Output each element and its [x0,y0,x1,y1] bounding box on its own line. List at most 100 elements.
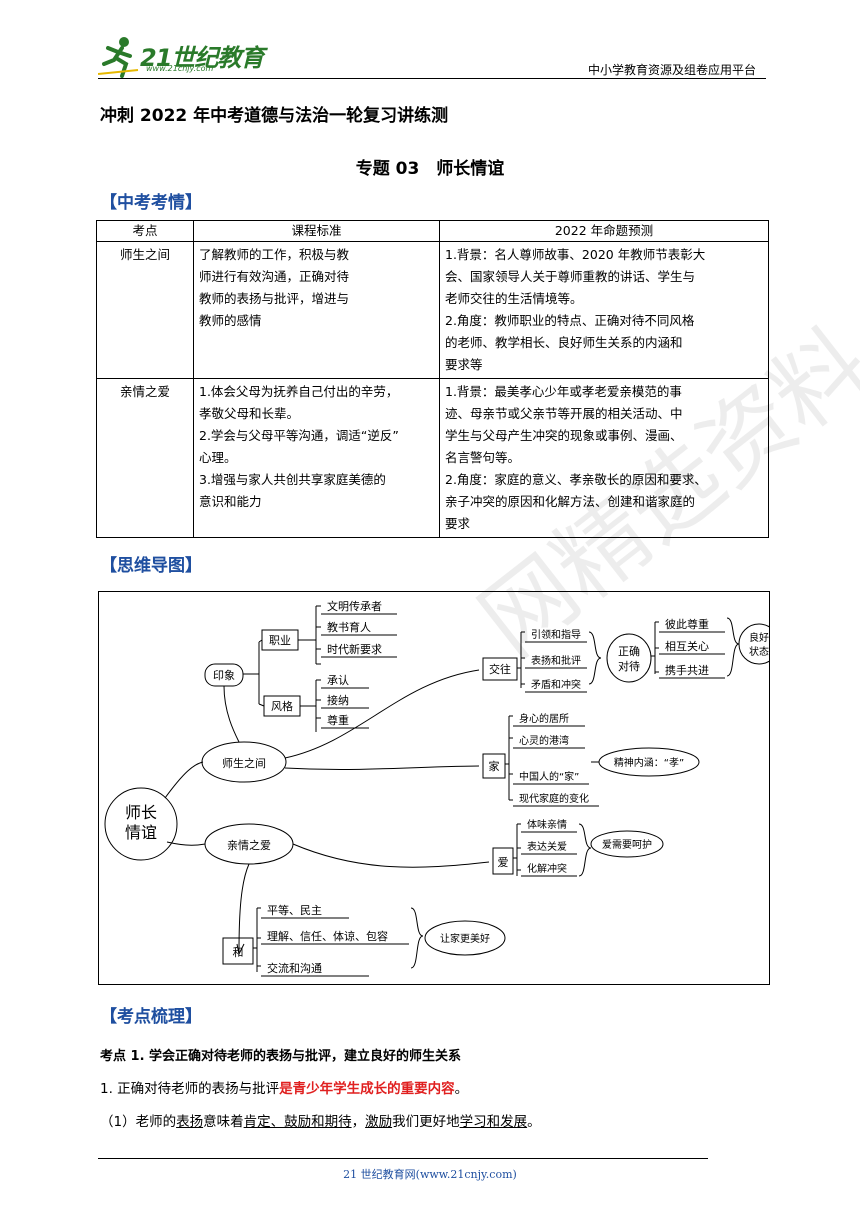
mm-leaf: 交流和沟通 [267,961,322,975]
cell-line: 了解教师的工作，积极与教 [199,247,350,262]
mm-node-harmony: 和 [233,946,244,959]
mm-leaf: 体味亲情 [527,818,567,831]
mm-leaf: 接纳 [327,694,349,707]
mm-node-impression: 印象 [213,669,235,682]
mm-node-correct-line1: 正确 [618,645,640,658]
mm-branch-family: 亲情之爱 [227,838,271,852]
mm-leaf: 教书育人 [327,620,371,634]
mm-node-love: 爱 [498,856,509,869]
cell-line: 亲子冲突的原因和化解方法、创建和谐家庭的 [445,494,696,509]
cell-line: 迹、母亲节或父亲节等开展的相关活动、中 [445,406,683,421]
table-cell-standard: 1.体会父母为抚养自己付出的辛劳， 孝敬父母和长辈。 2.学会与父母平等沟通，调… [193,378,440,538]
table-cell-standard: 了解教师的工作，积极与教 师进行有效沟通，正确对待 教师的表扬与批评，增进与 教… [193,241,440,379]
topic-title: 专题 03 师长情谊 [355,159,505,179]
cell-line: 1.背景：最美孝心少年或孝老爱亲模范的事 [445,384,682,399]
mm-leaf: 平等、民主 [267,903,322,917]
header-kaodian: 考点 [96,220,194,242]
header-standard: 课程标准 [193,220,440,242]
mm-node-love-care: 爱需要呵护 [602,838,652,851]
mind-map-svg: 师长 情谊 师生之间 亲情之爱 印象 职业 风格 文明传承者 教书育人 时代新要… [104,599,780,977]
section-exam-overview: 【中考考情】 [100,193,202,213]
highlight-text: 是青少年学生成长的重要内容 [279,1081,455,1097]
cell-line: 名言警句等。 [445,450,521,465]
mm-leaf: 身心的居所 [519,712,569,725]
cell-line: 的老师、教学相长、良好师生关系的内涵和 [445,335,683,350]
table-cell-point: 师生之间 [96,241,194,379]
mm-node-correct-line2: 对待 [618,659,640,673]
mm-leaf: 现代家庭的变化 [519,792,589,805]
underlined-text: 肯定、鼓励和期待 [243,1114,352,1130]
text-run: 意味着 [203,1114,244,1130]
mm-leaf: 文明传承者 [327,599,382,613]
header-divider [98,78,766,79]
mm-branch-teacher: 师生之间 [222,756,266,770]
paragraph-2: （1）老师的表扬意味着肯定、鼓励和期待，激励我们更好地学习和发展。 [100,1110,541,1130]
cell-line: 老师交往的生活情境等。 [445,291,583,306]
mm-leaf: 表扬和批评 [531,654,581,667]
mm-node-good-line1: 良好 [749,631,769,644]
mm-center-line2: 情谊 [125,823,157,842]
cell-line: 要求 [445,516,471,531]
table-cell-forecast: 1.背景：名人尊师故事、2020 年教师节表彰大 会、国家领导人关于尊师重教的讲… [439,241,769,379]
mm-leaf: 携手共进 [665,663,709,677]
text-run: 1. 正确对待老师的表扬与批评 [100,1081,280,1097]
underlined-text: 激励 [365,1114,393,1130]
table-header-row: 考点 课程标准 2022 年命题预测 [96,220,769,242]
mm-leaf: 尊重 [327,713,349,727]
cell-line: 意识和能力 [199,494,262,509]
platform-name: 中小学教育资源及组卷应用平台 [587,63,756,77]
table-cell-forecast: 1.背景：最美孝心少年或孝老爱亲模范的事 迹、母亲节或父亲节等开展的相关活动、中… [439,378,769,538]
cell-line: 学生与父母产生冲突的现象或事例、漫画、 [445,428,683,443]
text-run: ， [351,1114,366,1130]
logo [97,34,268,80]
cell-line: 孝敬父母和长辈。 [199,406,300,421]
paragraph-1: 1. 正确对待老师的表扬与批评是青少年学生成长的重要内容。 [100,1077,468,1097]
cell-line: 心理。 [199,450,237,465]
text-run: 我们更好地 [392,1114,460,1130]
mm-leaf: 理解、信任、体谅、包容 [267,929,388,943]
runner-icon [97,37,139,78]
section-mind-map: 【思维导图】 [100,556,202,576]
mm-leaf: 时代新要求 [327,642,382,656]
text-run: （1）老师的 [100,1114,177,1130]
mm-leaf: 中国人的“家” [519,770,579,783]
underlined-text: 表扬 [176,1114,204,1130]
mm-leaf: 表达关爱 [527,840,567,853]
cell-line: 要求等 [445,357,483,372]
cell-line: 2.角度：家庭的意义、孝亲敬长的原因和要求、 [445,472,707,487]
cell-line: 会、国家领导人关于尊师重教的讲话、学生与 [445,269,696,284]
mm-leaf: 彼此尊重 [665,617,709,631]
section-key-points: 【考点梳理】 [100,1007,202,1027]
table-row: 亲情之爱 1.体会父母为抚养自己付出的辛劳， 孝敬父母和长辈。 2.学会与父母平… [96,378,769,538]
mm-center-line1: 师长 [125,803,157,822]
text-run: 。 [454,1081,469,1097]
mm-leaf: 化解冲突 [527,862,567,875]
cell-line: 2.学会与父母平等沟通，调适“逆反” [199,428,399,443]
mm-node-home: 家 [489,759,500,773]
table-cell-point: 亲情之爱 [96,378,194,538]
mm-node-spirit: 精神内涵：“孝” [614,756,684,769]
underlined-text: 学习和发展 [459,1114,528,1130]
header-forecast: 2022 年命题预测 [439,220,769,242]
mm-node-interaction: 交往 [489,662,511,676]
mm-node-better-home: 让家更美好 [440,932,490,945]
cell-line: 2.角度：教师职业的特点、正确对待不同风格 [445,313,695,328]
logo-text: 21世纪教育 [140,44,264,72]
footer-divider [98,1158,708,1159]
cell-line: 师进行有效沟通，正确对待 [199,269,350,284]
cell-line: 3.增强与家人共创共享家庭美德的 [199,472,386,487]
mm-leaf: 承认 [327,674,349,687]
mm-leaf: 矛盾和冲突 [531,678,581,691]
mm-leaf: 引领和指导 [531,628,581,641]
key-point-heading: 考点 1. 学会正确对待老师的表扬与批评，建立良好的师生关系 [100,1049,462,1064]
table-row: 师生之间 了解教师的工作，积极与教 师进行有效沟通，正确对待 教师的表扬与批评，… [96,241,769,379]
logo-url: www.21cnjy.com [146,64,214,73]
mm-node-good-line2: 状态 [749,645,769,658]
cell-line: 教师的表扬与批评，增进与 [199,291,350,306]
mm-leaf: 相互关心 [665,639,709,653]
cell-line: 教师的感情 [199,313,262,328]
footer-link[interactable]: 21 世纪教育网(www.21cnjy.com) [343,1168,517,1181]
document-title: 冲刺 2022 年中考道德与法治一轮复习讲练测 [100,106,449,126]
cell-line: 1.体会父母为抚养自己付出的辛劳， [199,384,399,399]
mind-map: 师长 情谊 师生之间 亲情之爱 印象 职业 风格 文明传承者 教书育人 时代新要… [98,591,780,985]
